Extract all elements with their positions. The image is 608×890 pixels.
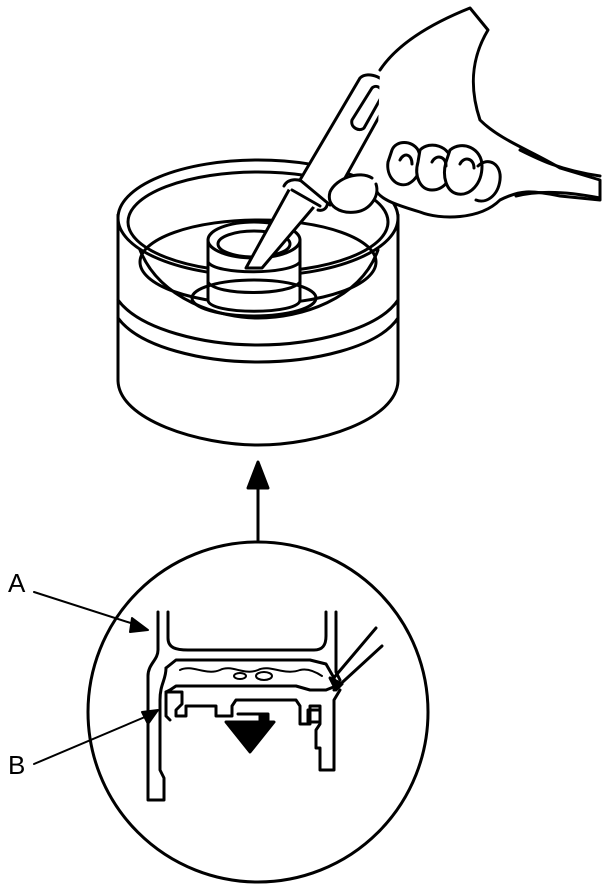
piston-top-plate: [164, 658, 338, 694]
connector-arrow: [246, 460, 270, 542]
down-arrow: [224, 712, 276, 754]
leader-a: [33, 591, 141, 627]
drum-outer-wall: [116, 213, 400, 447]
detail-circle: [86, 540, 430, 884]
detail-view: [86, 540, 430, 884]
piston-wall-a: [146, 610, 168, 802]
piston-body-b: [164, 688, 342, 772]
callout-label-a: A: [8, 568, 26, 598]
callout-label-b: B: [8, 750, 26, 780]
leader-b: [33, 713, 153, 765]
sleeve: [518, 148, 602, 178]
drum-groove: [116, 298, 400, 347]
hand: [374, 6, 602, 219]
callout-leaders: [33, 591, 159, 765]
hand-with-tool: [244, 6, 602, 270]
